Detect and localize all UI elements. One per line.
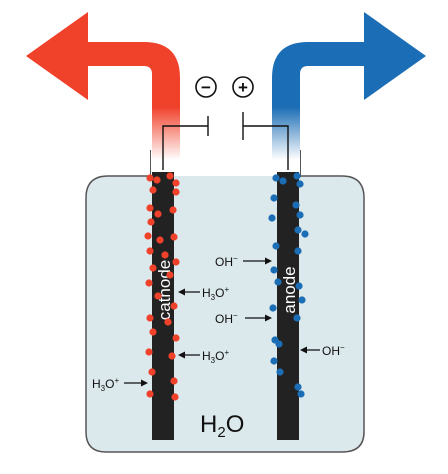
hydrogen-bubble-26 [145,348,153,356]
cathode-label: cathode [155,260,174,321]
positive-sign: + [238,78,248,97]
hydrogen-bubble-8 [154,210,162,218]
negative-sign: − [201,78,211,97]
h3o-ion-label-3: H3O+ [92,376,119,393]
circuit-wires [162,112,289,170]
oxygen-bubble-5 [270,194,278,202]
oh-ion-label-3: OH− [322,343,345,358]
hydrogen-bubble-5 [149,186,157,194]
hydrogen-bubble-18 [166,271,174,279]
positive-terminal-symbol: + [232,76,254,98]
oh-ion-label-1: OH− [215,254,238,269]
oxygen-bubble-20 [275,340,283,348]
oxygen-bubble-1 [272,174,280,182]
oxygen-bubble-17 [269,304,277,312]
h3o-ion-label-1: H3O+ [202,285,229,302]
hydrogen-bubble-31 [171,393,179,401]
red-outflow-arrow-icon [26,12,180,160]
h3o-ion-label-2: H3O+ [202,348,229,365]
oxygen-bubble-11 [272,242,280,250]
hydrogen-bubble-2 [153,176,161,184]
hydrogen-bubble-15 [161,251,169,259]
oxygen-bubble-2 [279,177,287,185]
oxygen-bubble-21 [270,357,278,365]
hydrogen-bubble-25 [172,334,180,342]
hydrogen-bubble-6 [172,188,180,196]
hydrogen-bubble-9 [169,206,177,214]
oxygen-bubble-4 [296,180,304,188]
oxygen-bubbles [268,172,309,398]
hydrogen-bubble-29 [170,377,178,385]
oxygen-bubble-23 [294,383,302,391]
hydrogen-bubble-13 [170,233,178,241]
oxygen-bubble-14 [274,278,282,286]
anode-label: anode [280,266,299,313]
oxygen-bubble-7 [296,211,304,219]
hydrogen-bubble-21 [170,302,178,310]
oxygen-bubble-10 [301,230,309,238]
oxygen-bubble-24 [297,390,305,398]
hydrogen-bubble-3 [166,172,174,180]
oh-ion-label-2: OH− [215,311,238,326]
oxygen-bubble-22 [276,368,284,376]
hydrogen-bubble-7 [146,204,154,212]
hydrogen-bubble-30 [146,390,154,398]
oxygen-bubble-3 [293,172,301,180]
hydrogen-bubble-14 [146,247,154,255]
oxygen-bubble-9 [294,226,302,234]
oxygen-bubble-8 [268,214,276,222]
hydrogen-bubble-24 [149,328,157,336]
hydrogen-bubble-17 [149,264,157,272]
hydrogen-bubble-16 [172,258,180,266]
blue-outflow-arrow-icon [272,12,426,160]
hydrogen-bubble-1 [146,174,154,182]
oxygen-bubble-12 [294,247,302,255]
hydrogen-bubble-19 [145,279,153,287]
hydrogen-bubble-23 [164,318,172,326]
negative-terminal-symbol: − [195,76,217,98]
hydrogen-bubble-11 [144,232,152,240]
oxygen-bubble-15 [295,282,303,290]
oxygen-bubble-6 [292,201,300,209]
hydrogen-bubble-4 [172,179,180,187]
water-formula-label: H2O [200,411,244,441]
oxygen-bubble-16 [298,296,306,304]
hydrogen-bubble-12 [156,236,164,244]
hydrogen-bubbles [144,172,180,401]
hydrogen-bubble-20 [154,292,162,300]
hydrogen-bubble-28 [148,368,156,376]
hydrogen-bubble-27 [168,352,176,360]
oxygen-bubble-18 [293,314,301,322]
hydrogen-bubble-10 [147,218,155,226]
ion-arrows [124,257,320,387]
hydrogen-bubble-22 [146,314,154,322]
oxygen-bubble-13 [270,266,278,274]
